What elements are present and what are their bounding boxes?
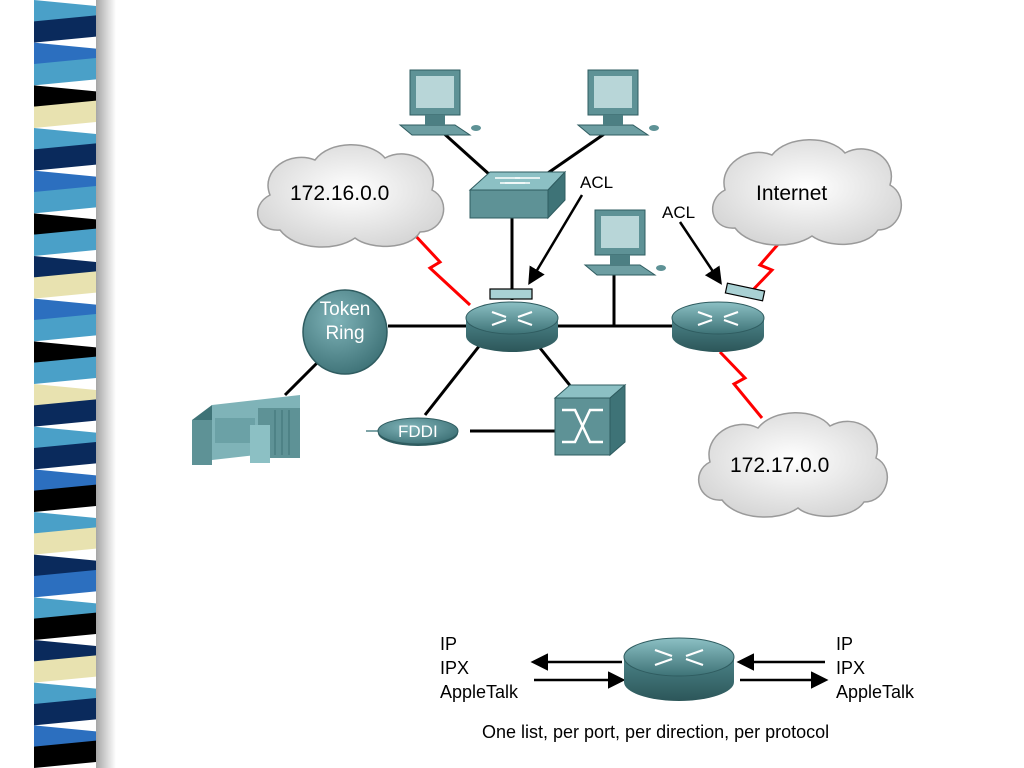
- fddi-ring-icon: [366, 417, 459, 446]
- deco-stripe: [34, 570, 96, 598]
- deco-stripe: [34, 356, 96, 384]
- cloud-172-17: [698, 412, 889, 518]
- protocol-right-ipx: IPX: [836, 658, 866, 678]
- protocol-right-appletalk: AppleTalk: [836, 682, 915, 702]
- deco-stripe: [34, 143, 96, 171]
- workstation-3-icon: [583, 209, 666, 276]
- protocol-list-right: IP IPX AppleTalk: [836, 632, 914, 704]
- acl-arrow-router2: [678, 221, 722, 285]
- atm-switch-icon: [553, 383, 627, 457]
- acl-interface-marker-2: [724, 282, 766, 302]
- lan-links: [283, 128, 675, 433]
- serial-link-172-16: [410, 230, 472, 307]
- acl-interface-marker-1: [489, 288, 533, 300]
- token-ring-label: Token Ring: [305, 298, 385, 346]
- deco-stripe: [34, 655, 96, 683]
- link-router1-fddi: [423, 344, 482, 416]
- cloud-label-172-17: 172.17.0.0: [730, 454, 830, 477]
- token-ring-icon: [302, 289, 388, 375]
- wan-links: [410, 230, 782, 419]
- decorative-side-bar: [34, 0, 116, 768]
- deco-stripe: [34, 271, 96, 299]
- protocol-flow-diagram: [530, 637, 829, 701]
- deco-stripe: [34, 314, 96, 342]
- deco-stripe: [34, 15, 96, 43]
- link-router1-atm: [538, 347, 574, 389]
- cloud-172-16: [256, 144, 445, 248]
- deco-stripe: [34, 740, 96, 768]
- deco-stripe: [34, 58, 96, 86]
- mainframe-icon: [192, 395, 300, 465]
- serial-link-internet: [746, 241, 782, 297]
- acl-arrow-router1: [528, 194, 584, 286]
- router-1-icon: [465, 288, 559, 352]
- link-pc2-switch: [544, 128, 611, 177]
- deco-stripe: [34, 186, 96, 214]
- workstation-1-icon: [398, 69, 481, 136]
- acl-label-router2: ACL: [662, 203, 696, 222]
- link-tokenring-mainframe: [283, 358, 322, 397]
- link-pc1-switch: [438, 128, 492, 177]
- token-ring-label-line1: Token: [319, 299, 371, 320]
- caption: One list, per port, per direction, per p…: [482, 722, 830, 742]
- deco-stripe: [34, 100, 96, 128]
- acl-label-router1: ACL: [580, 173, 614, 192]
- router-2-icon: [671, 282, 766, 352]
- acl-arrows: [528, 194, 722, 286]
- deco-stripe: [34, 612, 96, 640]
- deco-stripe: [34, 442, 96, 470]
- router-3-icon: [623, 637, 735, 701]
- deco-stripe: [34, 698, 96, 726]
- token-ring-label-line2: Ring: [325, 323, 365, 344]
- deco-stripe: [34, 399, 96, 427]
- protocol-right-ip: IP: [836, 634, 854, 654]
- protocol-left-ipx: IPX: [440, 658, 470, 678]
- deco-stripe: [34, 527, 96, 555]
- switch-icon: [468, 170, 567, 220]
- deco-stripe: [34, 228, 96, 256]
- protocol-left-ip: IP: [440, 634, 458, 654]
- cloud-label-172-16: 172.16.0.0: [290, 182, 390, 205]
- cloud-label-internet: Internet: [756, 182, 828, 205]
- workstation-2-icon: [576, 69, 659, 136]
- cloud-internet: [711, 139, 903, 246]
- serial-link-172-17: [718, 350, 764, 419]
- protocol-left-appletalk: AppleTalk: [440, 682, 519, 702]
- fddi-label: FDDI: [398, 422, 438, 441]
- deco-stripe: [34, 484, 96, 512]
- protocol-list-left: IP IPX AppleTalk: [440, 632, 518, 704]
